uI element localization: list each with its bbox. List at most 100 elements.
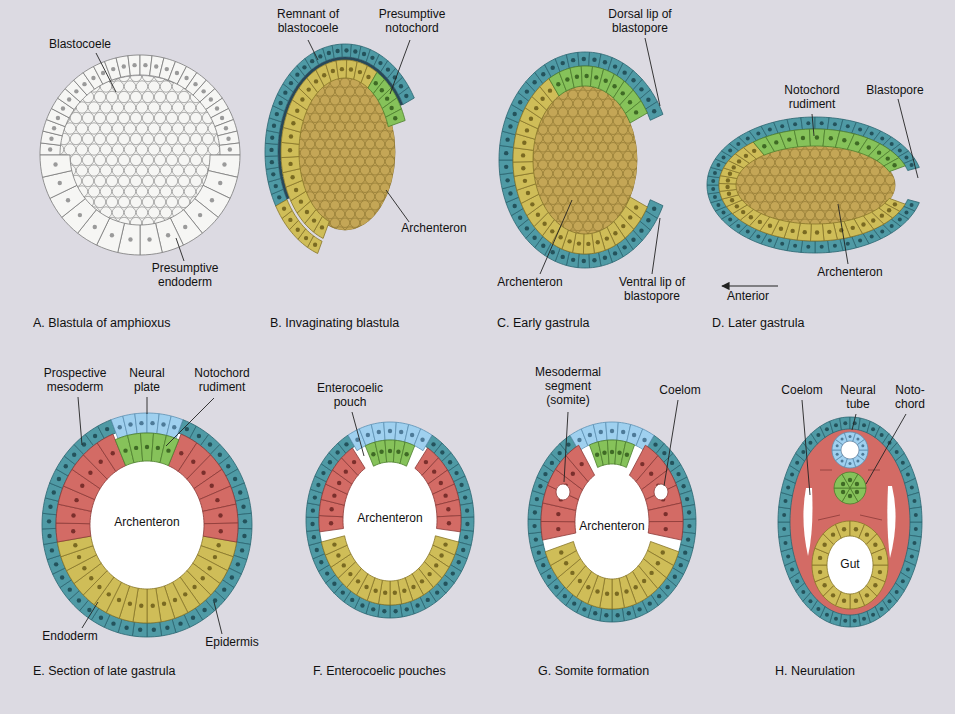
cell [563, 116, 573, 126]
cell-nucleus [535, 497, 539, 501]
cell [136, 144, 147, 155]
cell [860, 202, 870, 212]
cell-nucleus [226, 464, 230, 468]
cell [745, 193, 755, 203]
cell-nucleus [349, 67, 353, 71]
cell [350, 201, 360, 211]
cell-nucleus [878, 556, 882, 560]
cell-nucleus [829, 136, 833, 140]
cell-nucleus [730, 198, 734, 202]
cell [128, 55, 140, 76]
cell-nucleus [554, 585, 558, 589]
cell-nucleus [99, 616, 103, 620]
cell-nucleus [558, 235, 562, 239]
cell [178, 175, 189, 186]
cell [909, 507, 922, 522]
cell-nucleus [602, 450, 606, 454]
cell [360, 131, 370, 141]
cell-nucleus [289, 81, 293, 85]
cell-nucleus [603, 256, 607, 260]
cell [840, 184, 850, 194]
cell [835, 175, 845, 185]
cell [380, 218, 390, 228]
cell [350, 131, 360, 141]
cell [760, 184, 770, 194]
cell-nucleus [571, 472, 575, 476]
cell-nucleus [790, 567, 794, 571]
cell-nucleus [316, 483, 320, 487]
cell [633, 134, 643, 144]
cell [70, 112, 81, 123]
cell-nucleus [312, 218, 316, 222]
cell-wall [818, 515, 840, 520]
cell [106, 91, 117, 102]
cell [112, 186, 123, 197]
cell [775, 158, 785, 168]
cell-nucleus [679, 563, 683, 567]
cell [375, 227, 385, 237]
cell-nucleus [565, 77, 569, 81]
cell-nucleus [111, 67, 115, 71]
cell [310, 131, 320, 141]
cell-nucleus [525, 128, 529, 132]
cell [365, 104, 375, 114]
cell [719, 183, 737, 191]
cell-nucleus [321, 471, 325, 475]
cell [820, 202, 830, 212]
cell [800, 149, 810, 159]
cell-nucleus [332, 542, 336, 546]
cell [870, 184, 880, 194]
cell [136, 81, 147, 92]
cell [154, 112, 165, 123]
cell-nucleus [241, 505, 245, 509]
cell [884, 158, 905, 172]
cell-nucleus [627, 611, 631, 615]
cell [94, 175, 105, 186]
cell-nucleus [901, 461, 905, 465]
cell-nucleus [427, 572, 431, 576]
cell [578, 195, 588, 205]
cell-nucleus [151, 604, 155, 608]
cell-nucleus [143, 63, 147, 67]
cell [885, 175, 895, 185]
cell [553, 186, 563, 196]
cell [350, 166, 360, 176]
cell [573, 116, 583, 126]
cell [568, 125, 578, 135]
cell-nucleus [818, 570, 822, 574]
cell-nucleus [97, 585, 101, 589]
cell-nucleus [898, 149, 902, 153]
cell-nucleus [834, 617, 838, 621]
blastula [40, 55, 240, 255]
cell-mass [295, 74, 395, 230]
cell [603, 204, 613, 214]
cell [558, 143, 568, 153]
cell [573, 221, 583, 231]
cell-nucleus [74, 89, 78, 93]
cell [100, 144, 111, 155]
cell-nucleus [54, 562, 58, 566]
cell [623, 186, 633, 196]
cell [750, 184, 760, 194]
cell-nucleus [152, 628, 156, 632]
cell-nucleus [613, 251, 617, 255]
cell [589, 252, 601, 268]
cell [332, 44, 342, 58]
cell [795, 193, 805, 203]
cell [800, 167, 810, 177]
cell-nucleus [548, 88, 552, 92]
cell [208, 144, 219, 155]
archenteron-cavity [316, 432, 464, 608]
cell-nucleus [556, 527, 560, 531]
cell [148, 186, 159, 197]
cell [414, 429, 432, 451]
cell-nucleus [904, 156, 908, 160]
cell-nucleus [858, 239, 862, 243]
cell-nucleus [592, 58, 596, 62]
cell [603, 134, 613, 144]
cell [805, 158, 815, 168]
cell [628, 125, 638, 135]
cell-nucleus [846, 242, 850, 246]
cell [543, 151, 553, 161]
cell-nucleus [801, 590, 805, 594]
